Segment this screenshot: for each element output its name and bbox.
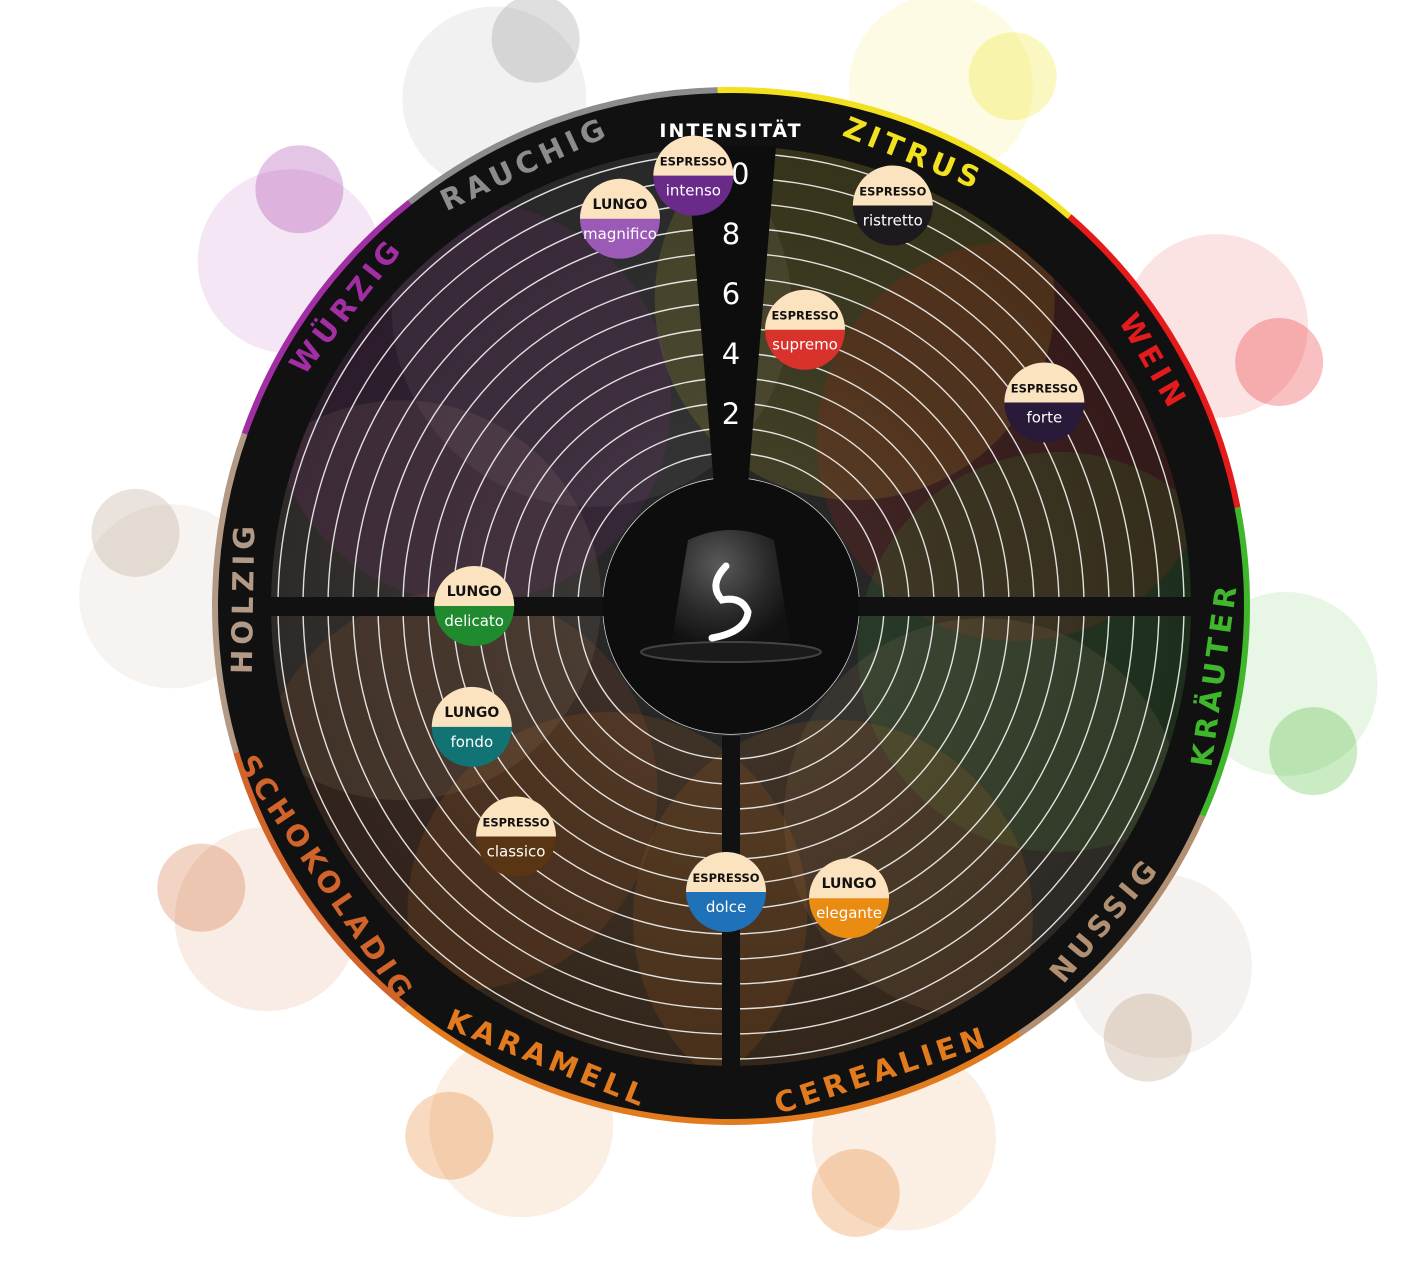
pod-type: ESPRESSO: [660, 155, 727, 169]
pod-cap: [1004, 362, 1085, 403]
ingredient-wuerzig-icon: [255, 145, 344, 234]
rim-arc-nussig: [1017, 814, 1206, 1037]
pod-cap: [431, 686, 512, 727]
pod-cap: [686, 851, 767, 892]
pod-cap: [852, 165, 933, 206]
ingredient-nussig-icon: [1103, 993, 1192, 1082]
pod-type: LUNGO: [593, 197, 648, 213]
pod-type: ESPRESSO: [771, 309, 838, 323]
pod-name: forte: [1026, 409, 1062, 427]
pod-name: intenso: [666, 182, 721, 200]
pod-name: delicato: [444, 612, 504, 630]
pod-cap: [579, 178, 660, 219]
pod-fondo[interactable]: LUNGO fondo: [431, 686, 512, 767]
pod-ristretto[interactable]: ESPRESSO ristretto: [852, 165, 933, 246]
pod-forte[interactable]: ESPRESSO forte: [1004, 362, 1085, 443]
pod-type: LUNGO: [822, 876, 877, 892]
pod-name: ristretto: [863, 211, 923, 229]
coffee-pods: ESPRESSOintensoLUNGOmagnificoESPRESSOris…: [431, 135, 1085, 939]
pod-type: LUNGO: [444, 705, 499, 721]
pod-cap: [765, 289, 846, 330]
ingredient-karamell-icon: [405, 1091, 494, 1180]
pod-dolce[interactable]: ESPRESSO dolce: [686, 851, 767, 932]
ingredient-schokoladig-icon: [157, 843, 246, 932]
intensity-tick-4: 4: [722, 337, 740, 371]
pod-supremo[interactable]: ESPRESSO supremo: [765, 289, 846, 370]
pod-elegante[interactable]: LUNGO elegante: [809, 858, 890, 939]
pod-cap: [653, 135, 734, 176]
rim-arc-wein: [1067, 214, 1241, 509]
pod-cap: [809, 858, 890, 899]
pod-cap: [434, 566, 515, 606]
category-label-holzig: HOLZIG: [225, 521, 262, 675]
pod-name: dolce: [706, 898, 746, 916]
intensity-tick-8: 8: [722, 217, 740, 251]
pod-magnifico[interactable]: LUNGO magnifico: [579, 178, 660, 259]
pod-classico[interactable]: ESPRESSO classico: [476, 796, 557, 877]
pod-name: fondo: [450, 733, 493, 751]
separator-right: [857, 597, 1191, 616]
rim-arc-karamell: [404, 1004, 714, 1125]
wheel-color-rim: [212, 87, 1250, 1126]
rim-arc-holzig: [212, 432, 248, 754]
pod-type: ESPRESSO: [692, 871, 759, 885]
tint-kraeuter: [857, 451, 1191, 852]
ingredient-zitrus-icon: [968, 32, 1057, 121]
pod-name: elegante: [816, 904, 882, 922]
capsule-icon: [640, 530, 822, 663]
pod-type: LUNGO: [447, 584, 502, 600]
intensity-tick-2: 2: [722, 397, 740, 431]
ingredient-cerealien-icon: [811, 1148, 900, 1237]
pod-delicato[interactable]: LUNGO delicato: [434, 566, 515, 646]
rim-arc-schokoladig: [233, 751, 409, 1010]
pod-type: ESPRESSO: [482, 816, 549, 830]
ingredient-wein-icon: [1235, 317, 1324, 406]
pod-cap: [476, 796, 557, 837]
intensity-wedge: [686, 146, 776, 486]
pod-name: magnifico: [583, 225, 657, 243]
rim-arc-cerealien: [712, 1031, 1022, 1126]
pod-type: ESPRESSO: [859, 184, 926, 198]
pod-intenso[interactable]: ESPRESSO intenso: [653, 135, 734, 216]
ingredient-rauchig-icon: [491, 0, 580, 83]
ingredient-kraeuter-icon: [1269, 707, 1358, 796]
pod-type: ESPRESSO: [1011, 382, 1078, 396]
intensity-tick-6: 6: [722, 277, 740, 311]
pod-name: supremo: [772, 336, 838, 354]
rim-arc-zitrus: [717, 87, 1072, 219]
pod-name: classico: [487, 843, 546, 861]
rim-arc-kraeuter: [1199, 506, 1250, 818]
ingredient-holzig-icon: [91, 488, 180, 577]
rim-arc-rauchig: [407, 87, 718, 205]
rim-arc-wuerzig: [241, 199, 412, 435]
